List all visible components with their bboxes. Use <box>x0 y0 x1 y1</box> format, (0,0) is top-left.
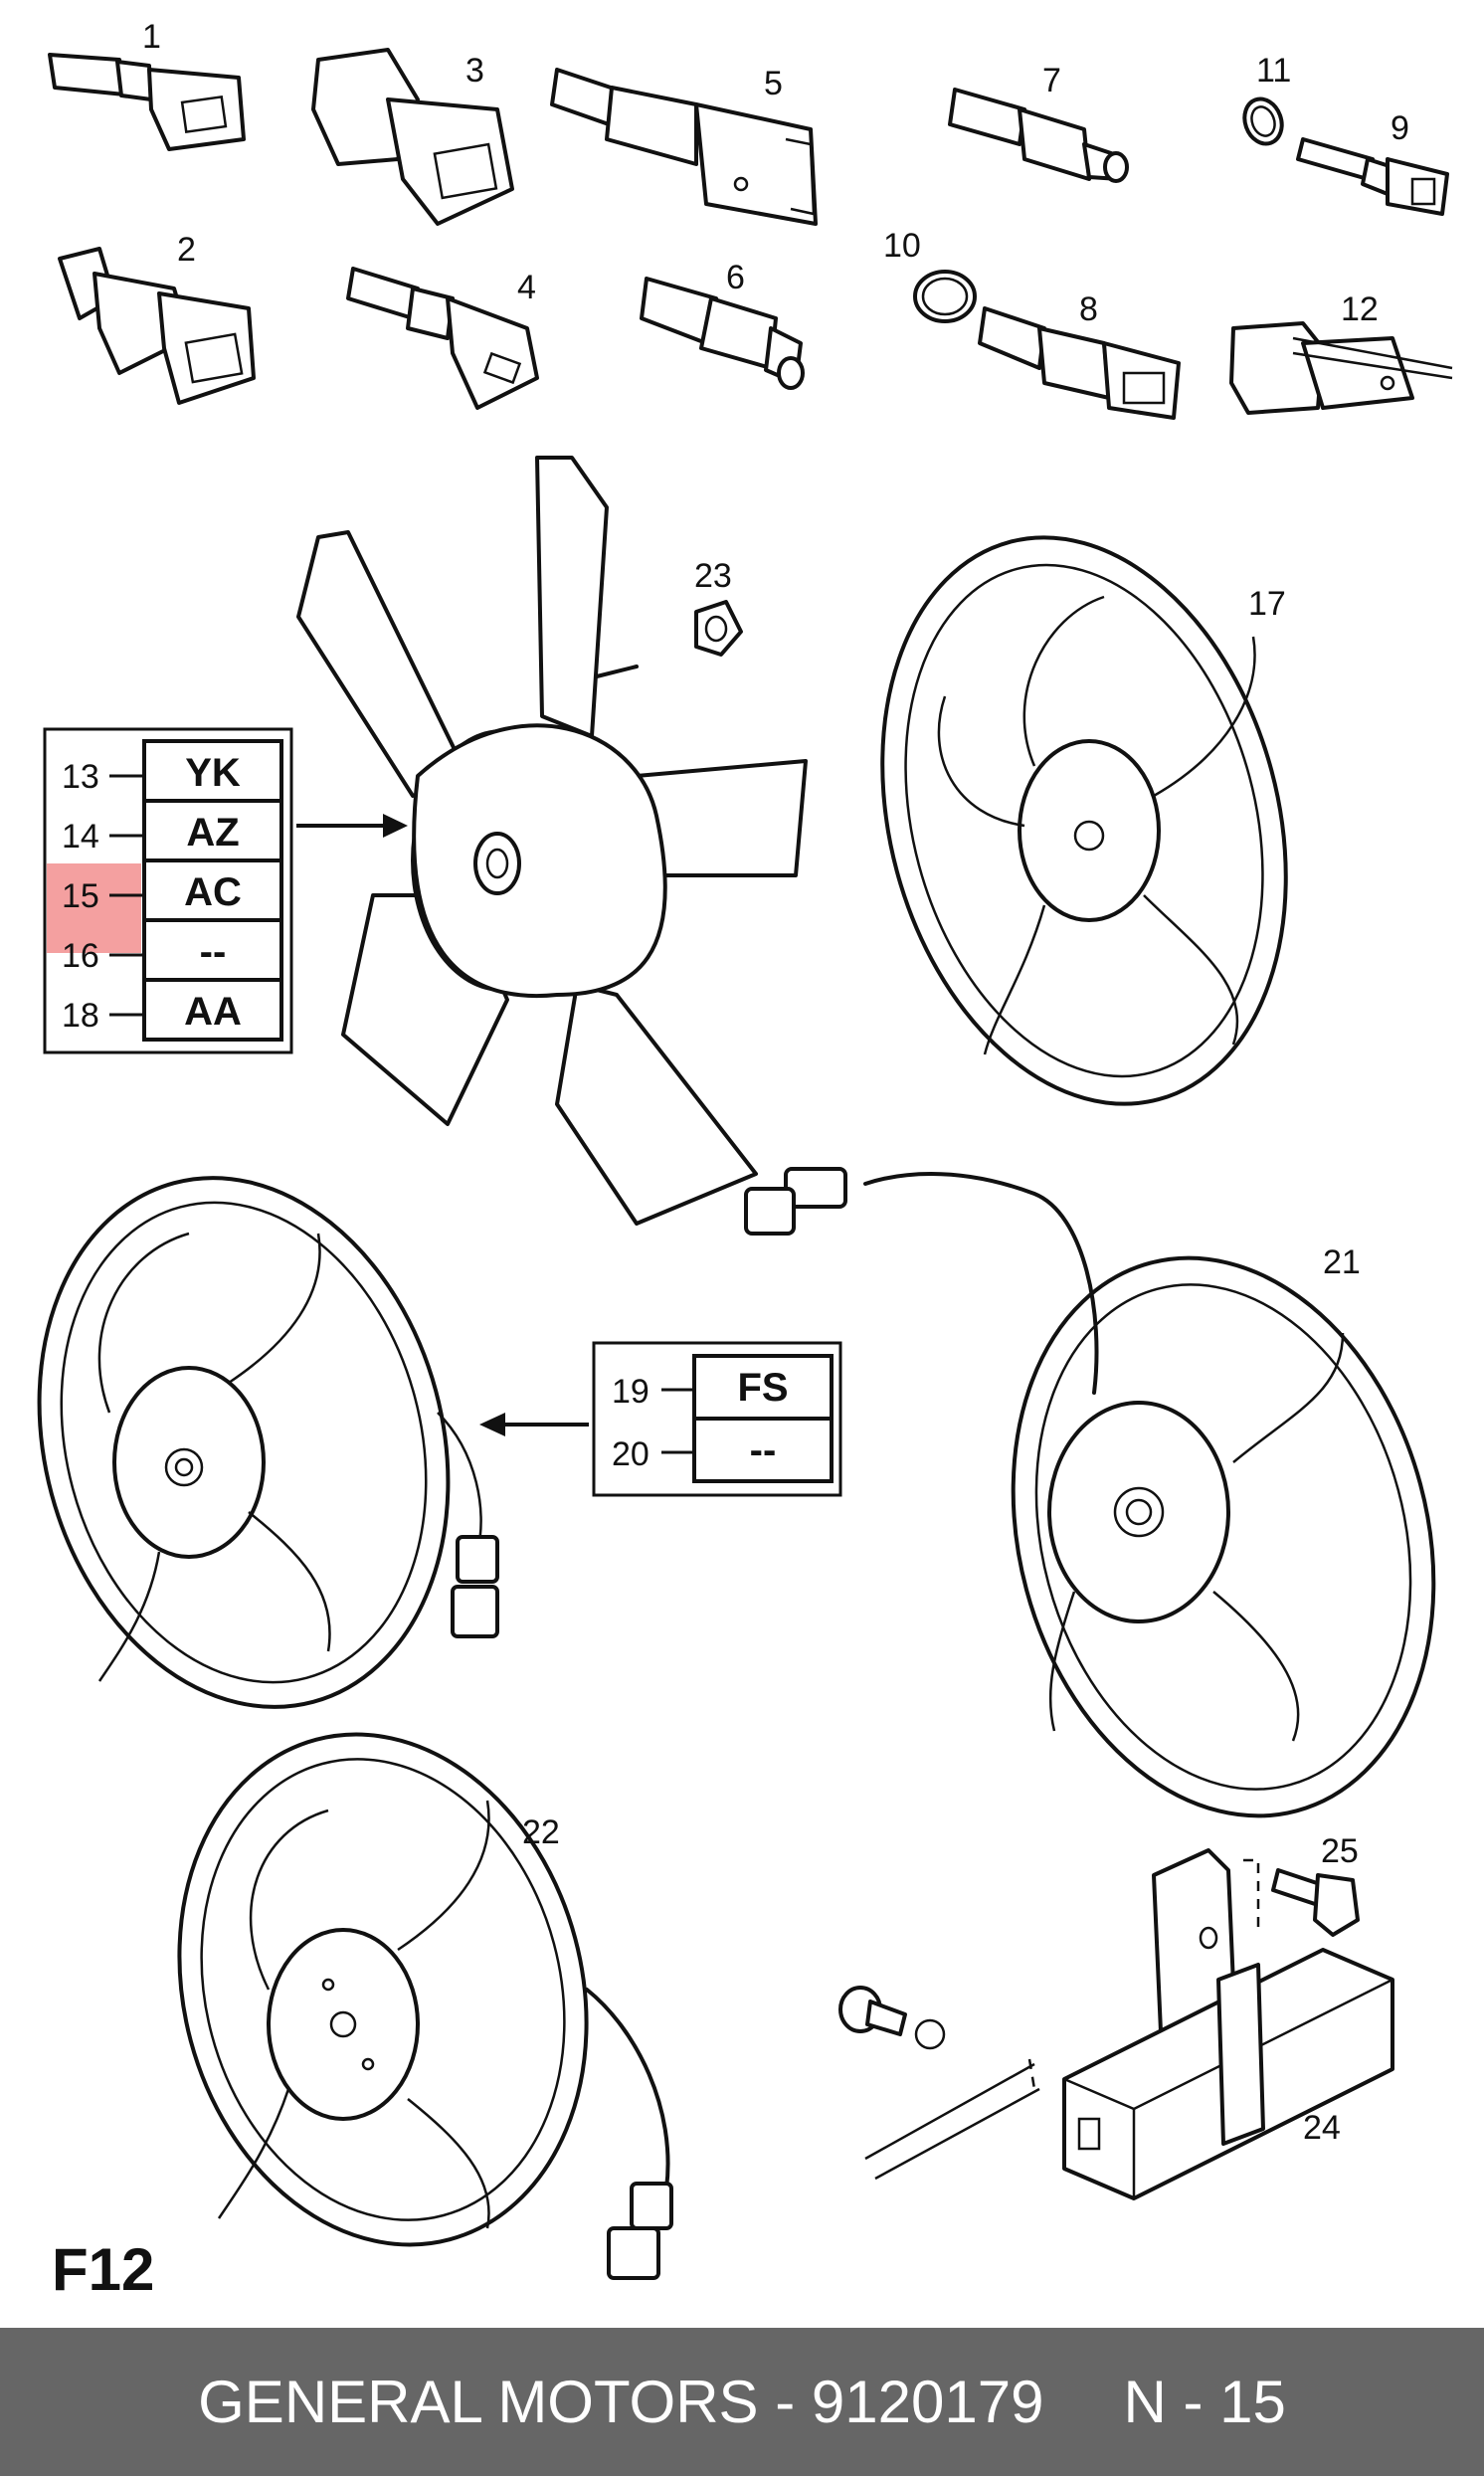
sensor-part-2[interactable] <box>58 247 256 405</box>
table2-code-20: -- <box>750 1428 777 1472</box>
figure-id: F12 <box>52 2236 154 2303</box>
table1-num-16: 16 <box>62 937 99 975</box>
ring-part-11[interactable] <box>1238 94 1288 149</box>
cooling-fan-blade-13-18[interactable] <box>296 456 808 1226</box>
table1-code-14: AZ <box>186 811 239 855</box>
arrow-table2-to-fan <box>479 1413 589 1436</box>
o-ring-part-10[interactable] <box>913 270 977 323</box>
sensor-part-6[interactable] <box>640 277 805 390</box>
callout-2: 2 <box>177 231 196 269</box>
footer-dash: - <box>775 2369 796 2435</box>
table1-code-15: AC <box>184 870 242 914</box>
sensor-part-1[interactable] <box>48 53 246 151</box>
cooling-fan-part-17[interactable] <box>823 491 1347 1149</box>
code-table-1: 13 14 15 16 18 YK AZ AC -- AA <box>43 727 293 1054</box>
sensor-part-5[interactable] <box>550 68 818 226</box>
cooling-fan-part-21[interactable] <box>744 1167 1484 1863</box>
callout-25: 25 <box>1321 1832 1359 1870</box>
callout-4: 4 <box>517 269 536 306</box>
arrow-table1-to-fan <box>296 814 408 838</box>
table1-num-14: 14 <box>62 818 99 856</box>
footer-part-number: 9120179 <box>811 2369 1044 2435</box>
callout-1: 1 <box>142 18 161 56</box>
callout-22: 22 <box>522 1813 560 1851</box>
screw-washer-assembly[interactable] <box>838 1986 946 2050</box>
cooling-fan-part-22[interactable] <box>124 1688 673 2291</box>
sensor-part-8[interactable] <box>978 306 1181 420</box>
bolt-part-25[interactable] <box>1271 1868 1360 1937</box>
table1-code-18: AA <box>184 990 242 1034</box>
callout-6: 6 <box>726 259 745 296</box>
sensor-part-4[interactable] <box>346 267 539 410</box>
callout-3: 3 <box>465 52 484 90</box>
callout-9: 9 <box>1391 109 1409 147</box>
cooling-fan-19-20[interactable] <box>0 1131 505 1753</box>
table1-code-16: -- <box>200 930 227 974</box>
highlight-row-15 <box>47 863 141 953</box>
callout-24: 24 <box>1303 2109 1341 2147</box>
callout-7: 7 <box>1042 62 1061 99</box>
callout-17: 17 <box>1248 585 1286 623</box>
table2-num-19: 19 <box>612 1373 649 1411</box>
sensor-part-3[interactable] <box>311 48 514 226</box>
table1-num-13: 13 <box>62 758 99 796</box>
table2-code-19: FS <box>737 1366 788 1410</box>
sensor-part-9[interactable] <box>1296 137 1449 216</box>
sensor-part-7[interactable] <box>948 88 1129 183</box>
nut-part-23[interactable] <box>694 600 743 657</box>
footer-brand: GENERAL MOTORS <box>198 2369 759 2435</box>
callout-5: 5 <box>764 65 783 102</box>
footer-bar: GENERAL MOTORS - 9120179 N - 15 <box>0 2328 1484 2476</box>
table1-code-13: YK <box>185 751 241 795</box>
table2-num-20: 20 <box>612 1435 649 1473</box>
callout-10: 10 <box>883 227 921 265</box>
connector-part-12[interactable] <box>1229 321 1453 415</box>
callout-8: 8 <box>1079 290 1098 328</box>
code-table-2: 19 20 FS -- <box>592 1341 842 1497</box>
resistor-module-part-24[interactable] <box>864 1848 1394 2200</box>
callout-12: 12 <box>1341 290 1379 328</box>
callout-11: 11 <box>1256 52 1291 90</box>
callout-21: 21 <box>1323 1243 1361 1281</box>
table1-num-15: 15 <box>62 877 99 915</box>
callout-23: 23 <box>694 557 732 595</box>
parts-diagram: 1 2 3 4 5 6 <box>0 18 1484 2303</box>
footer-page: N - 15 <box>1123 2369 1286 2435</box>
table1-num-18: 18 <box>62 997 99 1035</box>
